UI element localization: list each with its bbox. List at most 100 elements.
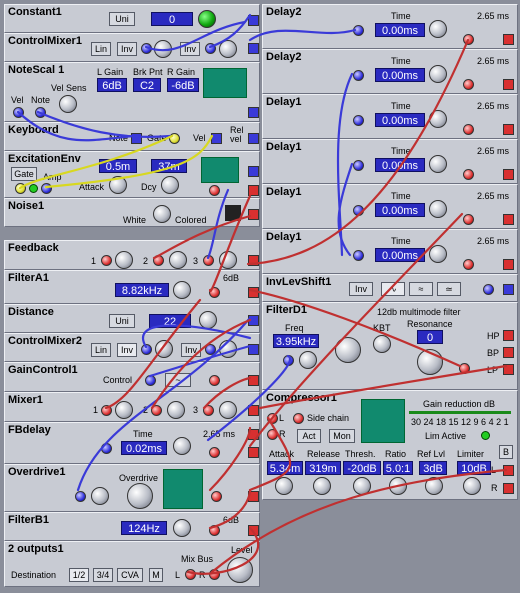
mod-input-port[interactable] (101, 443, 112, 454)
input-port[interactable] (463, 34, 474, 45)
input-port-2[interactable] (205, 344, 216, 355)
mod-input-port[interactable] (353, 160, 364, 171)
input-port-3[interactable] (203, 405, 214, 416)
output-port[interactable] (248, 525, 259, 536)
time-display[interactable]: 0.00ms (375, 68, 425, 82)
module-filterd1[interactable]: FilterD1 12db multimode filter Freq 3.95… (262, 302, 518, 390)
attack-display[interactable]: 0.5m (99, 159, 137, 173)
output-port[interactable] (248, 107, 259, 118)
gate-output-port[interactable] (169, 133, 180, 144)
module-constant1[interactable]: Constant1 Uni 0 (4, 4, 260, 33)
output-port[interactable] (248, 15, 259, 26)
vel-output-port[interactable] (211, 133, 222, 144)
output-port[interactable] (503, 284, 514, 295)
input-port-2[interactable] (151, 405, 162, 416)
input-port-1[interactable] (101, 255, 112, 266)
color-knob[interactable] (153, 205, 171, 223)
mod-knob[interactable] (91, 487, 109, 505)
resonance-knob[interactable] (417, 349, 443, 375)
time-display[interactable]: 0.00ms (375, 203, 425, 217)
freq-display[interactable]: 8.82kHz (115, 283, 169, 297)
note-output-port[interactable] (131, 133, 142, 144)
output-port[interactable] (248, 255, 259, 266)
kbt-knob[interactable] (373, 335, 391, 353)
act-button[interactable]: Act (297, 429, 321, 443)
module-controlmixer2[interactable]: ControlMixer2 Lin Inv Inv (4, 333, 260, 362)
freq-knob[interactable] (173, 281, 191, 299)
input-port[interactable] (463, 79, 474, 90)
thresh-display[interactable]: -20dB (343, 461, 381, 475)
audio-input-port[interactable] (209, 185, 220, 196)
input-port[interactable] (141, 43, 152, 54)
lgain-display[interactable]: 6dB (97, 78, 127, 92)
mon-button[interactable]: Mon (329, 429, 355, 443)
reflvl-knob[interactable] (425, 477, 443, 495)
fm-input-port[interactable] (283, 355, 294, 366)
mod-input-port[interactable] (353, 250, 364, 261)
level-knob-2[interactable] (219, 340, 237, 358)
uni-button[interactable]: Uni (109, 12, 135, 26)
rgain-display[interactable]: -6dB (167, 78, 199, 92)
attack-knob[interactable] (275, 477, 293, 495)
env-output-port[interactable] (248, 166, 259, 177)
release-display[interactable]: 319m (305, 461, 341, 475)
ratio-display[interactable]: 5.0:1 (383, 461, 413, 475)
input-port-2[interactable] (153, 255, 164, 266)
gate-button[interactable]: Gate (11, 167, 37, 181)
output-port[interactable] (503, 214, 514, 225)
freq-knob[interactable] (335, 337, 361, 363)
dest-3-4-button[interactable]: 3/4 (93, 568, 113, 582)
reflvl-display[interactable]: 3dB (419, 461, 447, 475)
output-port[interactable] (503, 169, 514, 180)
time-knob[interactable] (429, 65, 447, 83)
module-fbdelay[interactable]: FBdelay Time 2.65 ms 0.02ms (4, 422, 260, 464)
level-knob-1[interactable] (115, 251, 133, 269)
lin-button[interactable]: Lin (91, 42, 111, 56)
module-delay[interactable]: Delay1 Time 2.65 ms 0.00ms (262, 139, 518, 184)
release-knob[interactable] (313, 477, 331, 495)
time-knob[interactable] (429, 20, 447, 38)
output-port[interactable] (248, 429, 259, 440)
level-knob[interactable] (227, 557, 253, 583)
freq-knob[interactable] (173, 519, 191, 537)
time-knob[interactable] (429, 200, 447, 218)
hp-output-port[interactable] (503, 330, 514, 341)
time-knob[interactable] (429, 245, 447, 263)
right-input-port[interactable] (209, 569, 220, 580)
lin-button[interactable]: Lin (91, 343, 111, 357)
time-display[interactable]: 0.00ms (375, 113, 425, 127)
level-knob[interactable] (154, 40, 172, 58)
output-port[interactable] (503, 259, 514, 270)
output-port[interactable] (503, 34, 514, 45)
level-knob-3[interactable] (219, 251, 237, 269)
module-compressor1[interactable]: Compressor1 L R Side chain Act Mon Gain … (262, 390, 518, 500)
note-input-port[interactable] (35, 107, 46, 118)
module-excitationenv[interactable]: ExcitationEnv Gate Amp 0.5m 37m Attack D… (4, 151, 260, 198)
module-outputs[interactable]: 2 outputs1 Destination 1/2 3/4 CVA M Mix… (4, 541, 260, 587)
control-input-port[interactable] (145, 375, 156, 386)
left-output-port[interactable] (503, 465, 514, 476)
output-port[interactable] (248, 209, 259, 220)
level-knob-2[interactable] (219, 40, 237, 58)
freq-display[interactable]: 124Hz (121, 521, 167, 535)
time-knob[interactable] (429, 155, 447, 173)
input-port[interactable] (141, 344, 152, 355)
mod-input-port[interactable] (75, 491, 86, 502)
output-port[interactable] (503, 79, 514, 90)
right-output-port[interactable] (503, 483, 514, 494)
module-delay[interactable]: Delay1 Time 2.65 ms 0.00ms (262, 229, 518, 274)
output-port-2[interactable] (248, 447, 259, 458)
left-input-port[interactable] (185, 569, 196, 580)
overdrive-knob[interactable] (127, 483, 153, 509)
mod-input-port[interactable] (353, 115, 364, 126)
brkpnt-display[interactable]: C2 (133, 78, 161, 92)
resonance-display[interactable]: 0 (417, 330, 443, 344)
input-port[interactable] (463, 214, 474, 225)
output-port[interactable] (248, 43, 259, 54)
uni-button[interactable]: Uni (109, 314, 135, 328)
inv-button-2[interactable]: Inv (181, 343, 201, 357)
dcy-knob[interactable] (161, 176, 179, 194)
output-port[interactable] (248, 287, 259, 298)
input-port-1[interactable] (101, 405, 112, 416)
module-mixer1[interactable]: Mixer1 1 2 3 (4, 392, 260, 422)
